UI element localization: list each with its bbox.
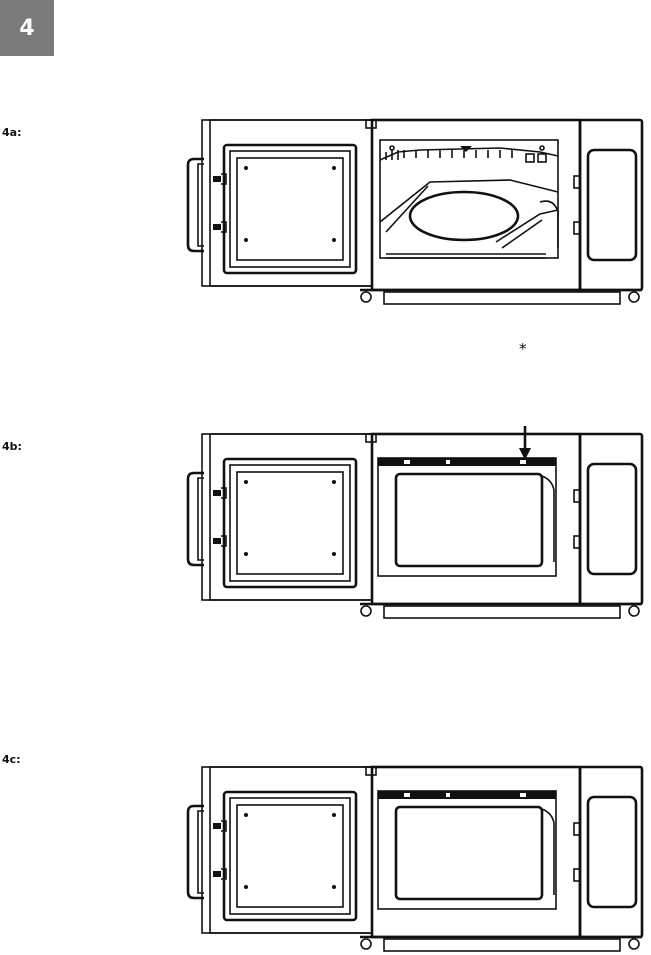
step-number-badge: 4 [0,0,54,56]
oven-cavity [378,791,556,909]
oven-body [372,120,580,290]
microwave-open-door-cover-installed-icon [180,426,646,622]
figure-label-4a: 4a: [2,126,21,139]
door-window [224,145,356,273]
base-rail [384,939,620,951]
microwave-open-door-cover-installed-icon [180,759,646,955]
base-rail [384,606,620,618]
figure-label-4b: 4b: [2,440,22,453]
turntable [410,192,518,240]
figure-label-4c: 4c: [2,753,21,766]
cavity-cover-panel [396,807,542,899]
control-display [588,797,636,907]
door-window [224,792,356,920]
oven-cavity [378,458,556,576]
callout-asterisk: * [519,340,527,358]
control-display [588,464,636,574]
door-window [224,459,356,587]
cavity-cover-panel [396,474,542,566]
control-display [588,150,636,260]
microwave-open-door-cavity-icon [180,112,646,308]
base-rail [384,292,620,304]
